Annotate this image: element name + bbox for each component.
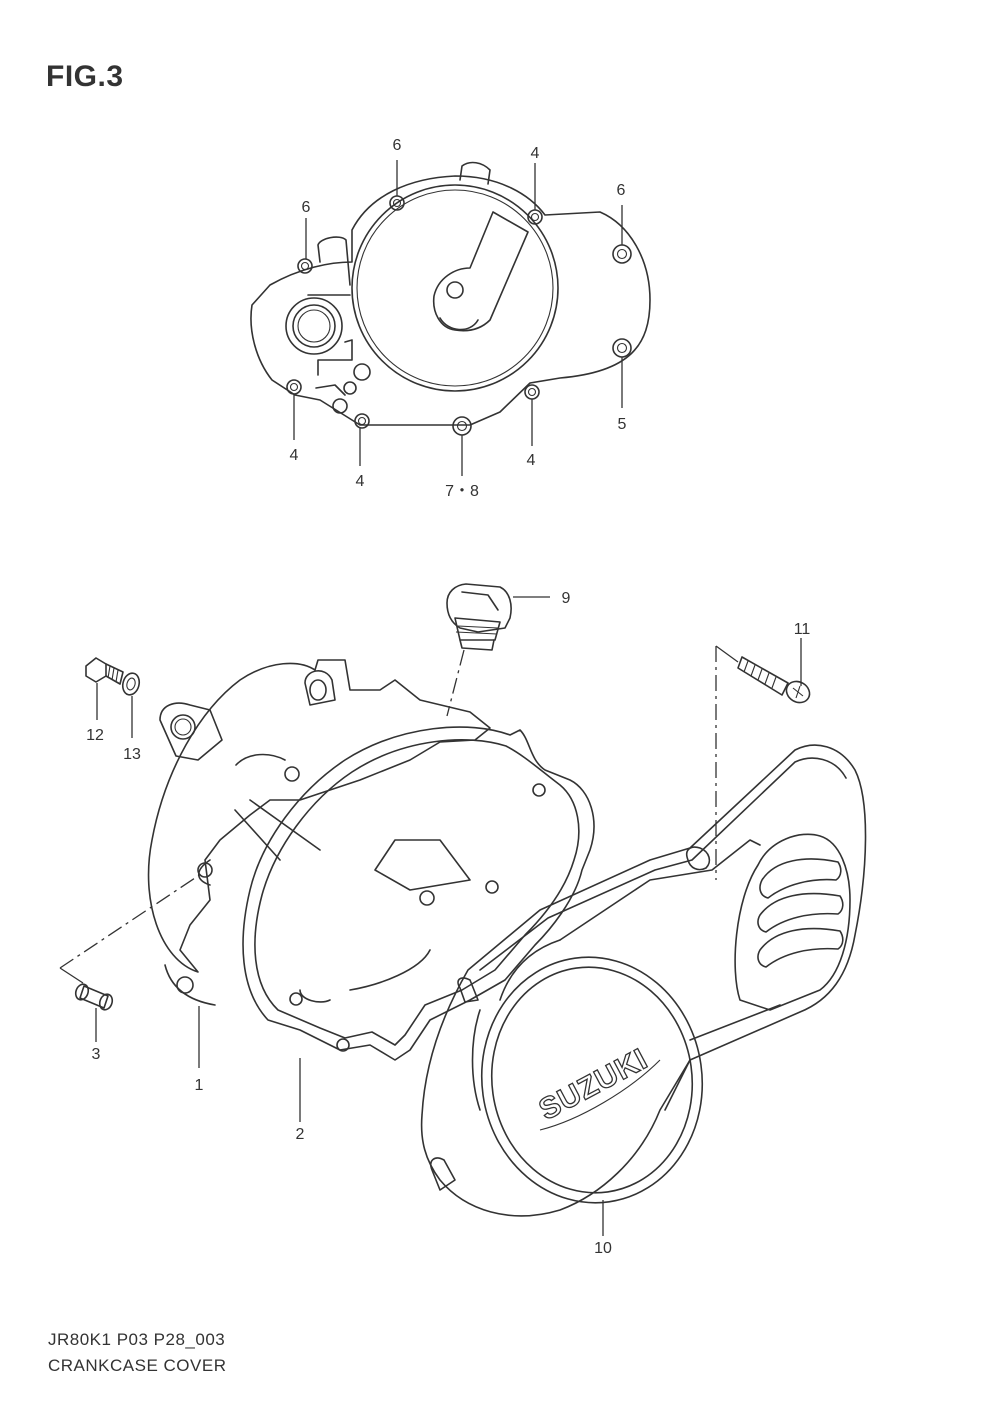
callout-9: 9 [562, 590, 571, 607]
callout-4-c: 4 [356, 473, 365, 490]
top-cover-outline [250, 161, 651, 426]
dowel-pin-3 [74, 983, 114, 1011]
callout-6-a: 6 [393, 137, 402, 154]
callout-7-8: 7・8 [445, 483, 479, 500]
callout-10: 10 [594, 1240, 612, 1257]
callout-6-b: 6 [617, 182, 626, 199]
callout-4-d: 4 [527, 452, 536, 469]
callout-4-b: 4 [290, 447, 299, 464]
gasket [242, 726, 595, 1061]
callout-13: 13 [123, 746, 141, 763]
callout-5: 5 [618, 416, 627, 433]
oil-filler-cap [446, 583, 512, 651]
callout-3: 3 [92, 1046, 101, 1063]
brand-mark: SUZUKI [534, 1042, 653, 1126]
footer-part-code: JR80K1 P03 P28_003 [48, 1330, 226, 1349]
callout-12: 12 [86, 727, 104, 744]
washer-13 [121, 672, 141, 696]
top-callouts: 6 4 6 6 5 4 4 7・8 4 [290, 137, 627, 500]
figure-title: FIG.3 [46, 60, 124, 93]
callout-6-c: 6 [302, 199, 311, 216]
footer-part-name: CRANKCASE COVER [48, 1356, 227, 1375]
outer-cover: SUZUKI [420, 744, 867, 1217]
top-leader-lines [293, 160, 623, 476]
callout-4-a: 4 [531, 145, 540, 162]
callout-1: 1 [195, 1077, 204, 1094]
alignment-lines [59, 645, 739, 984]
bottom-leader-lines [95, 596, 802, 1236]
screw-11 [737, 656, 811, 704]
callout-11: 11 [794, 621, 811, 638]
crankcase-cover-inner [147, 659, 491, 1006]
bottom-callouts: 9 11 12 13 3 1 2 10 [86, 590, 810, 1257]
bolt-12 [85, 657, 124, 685]
callout-2: 2 [296, 1126, 305, 1143]
